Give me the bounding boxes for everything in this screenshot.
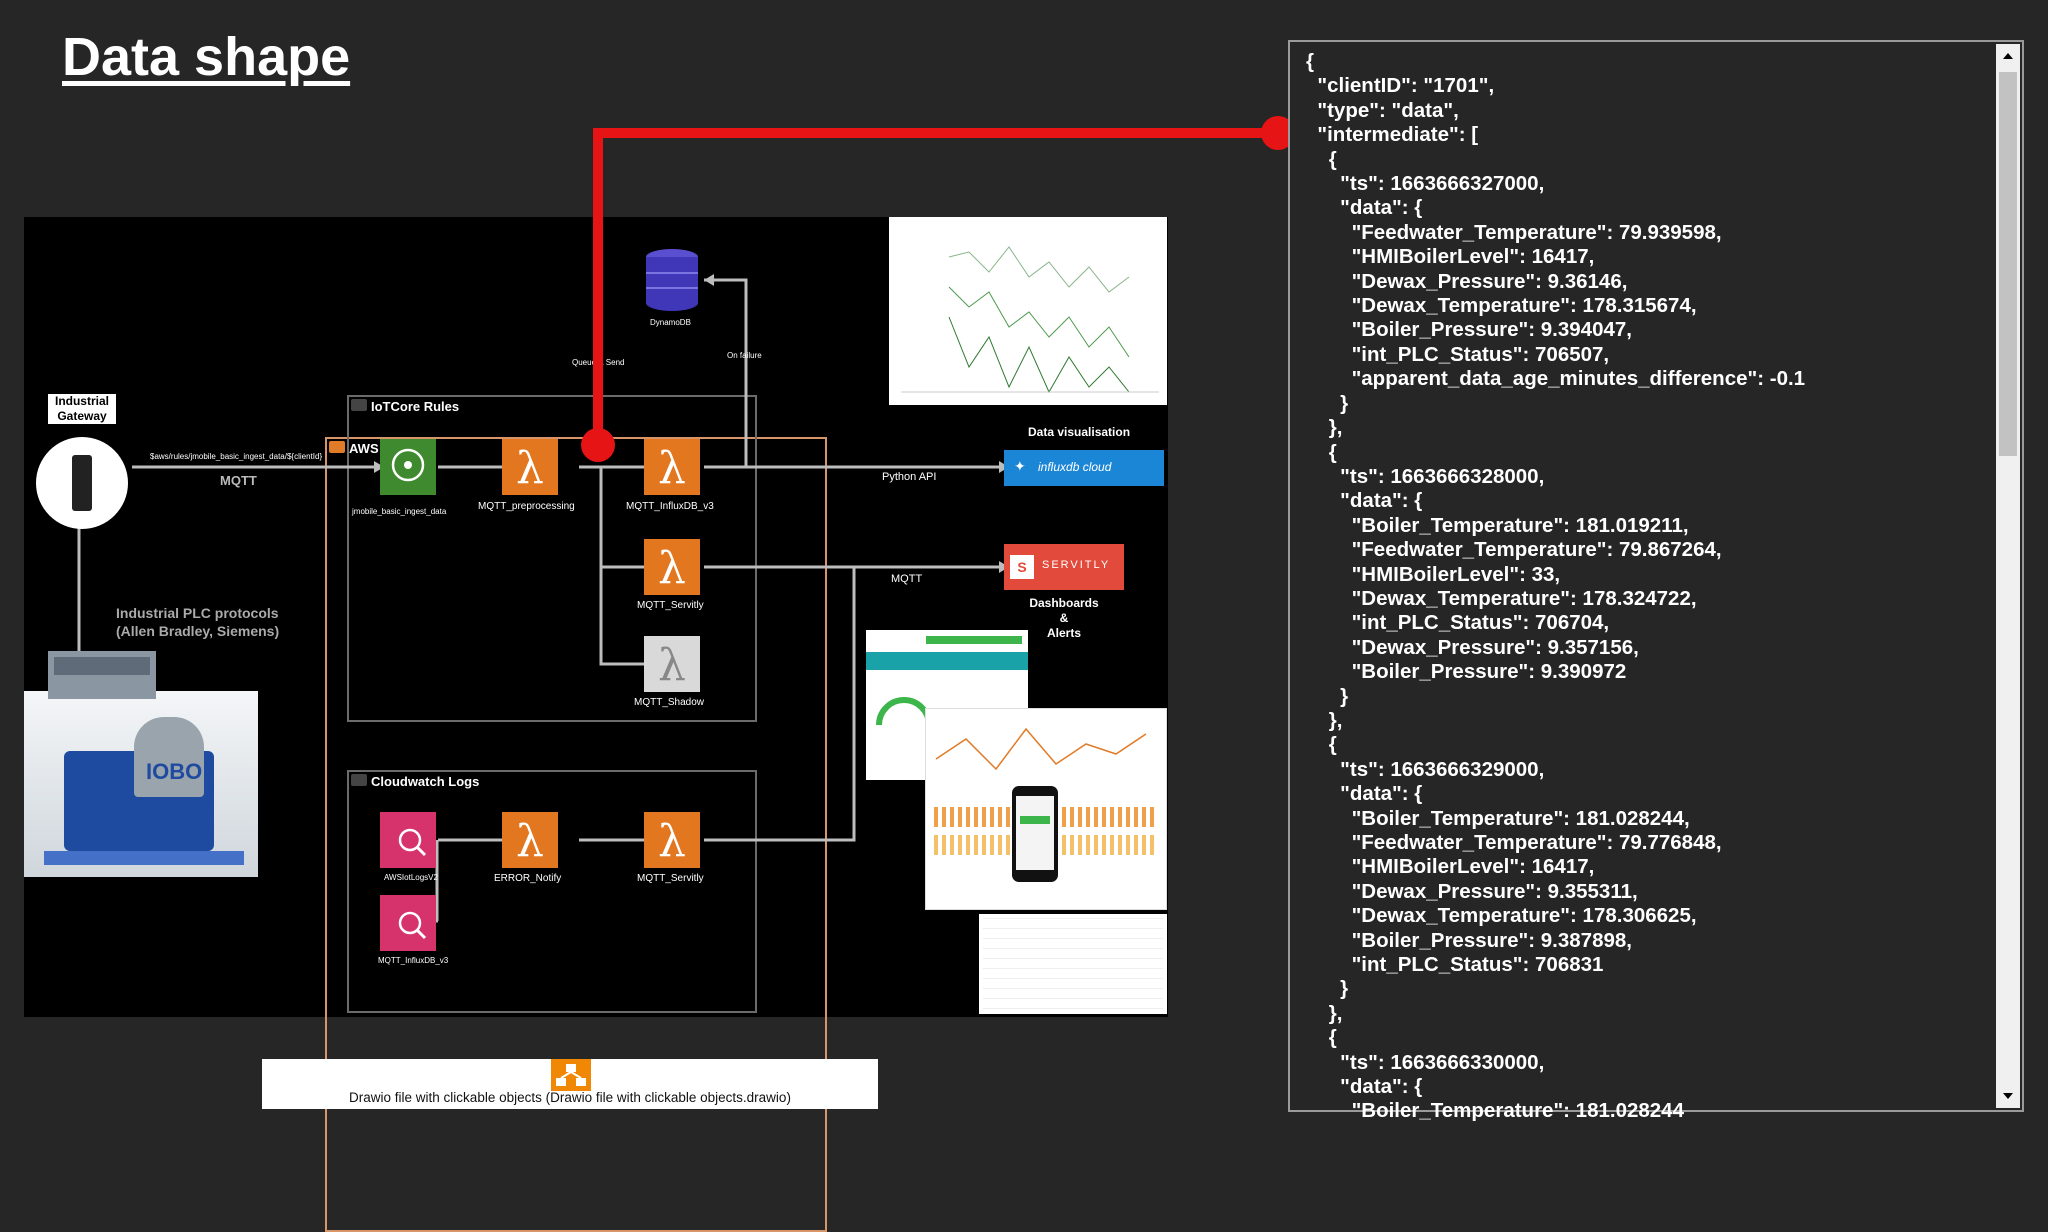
drawio-file-link[interactable]: Drawio file with clickable objects (Draw… bbox=[262, 1059, 878, 1109]
svg-text:λ: λ bbox=[516, 443, 544, 494]
dashboards-line2: & bbox=[1059, 611, 1069, 625]
arrow-down-icon bbox=[2003, 1093, 2013, 1099]
influxdb-chart-screenshot bbox=[889, 217, 1167, 405]
scroll-up-button[interactable] bbox=[1996, 44, 2020, 68]
cloudwatch-group-icon bbox=[351, 774, 367, 786]
lambda-icon: λ bbox=[658, 443, 686, 494]
error-notify-label: ERROR_Notify bbox=[494, 873, 562, 884]
search-cloud-icon bbox=[398, 911, 427, 940]
python-api-label: Python API bbox=[882, 471, 937, 483]
plc-protocols-label-1: Industrial PLC protocols bbox=[116, 605, 279, 621]
svg-text:λ: λ bbox=[658, 543, 686, 594]
lambda-servitly-node[interactable]: λ bbox=[644, 539, 700, 595]
scroll-down-button[interactable] bbox=[1996, 1084, 2020, 1108]
mobile-phone-image bbox=[1012, 786, 1058, 882]
servitly-badge[interactable]: S SERVITLY bbox=[1004, 544, 1124, 590]
iotcore-rules-label: IoTCore Rules bbox=[371, 399, 460, 414]
iotcore-rules-group: IoTCore Rules bbox=[347, 395, 757, 722]
json-content: { "clientID": "1701", "type": "data", "i… bbox=[1306, 50, 1806, 1123]
influxdb-log-label: MQTT_InfluxDB_v3 bbox=[378, 956, 449, 965]
mqtt-topic-label: $aws/rules/jmobile_basic_ingest_data/${c… bbox=[150, 452, 323, 461]
drawio-icon bbox=[551, 1059, 591, 1091]
dashboards-line1: Dashboards bbox=[1029, 596, 1099, 610]
data-visualisation-label: Data visualisation bbox=[1028, 425, 1131, 439]
search-cloud-icon bbox=[398, 828, 427, 857]
gateway-label-line2: Gateway bbox=[57, 409, 107, 423]
scroll-thumb[interactable] bbox=[1999, 72, 2017, 456]
dashboards-line3: Alerts bbox=[1046, 626, 1081, 640]
json-scrollbar[interactable] bbox=[1996, 44, 2020, 1108]
servitly-brand-text: SERVITLY bbox=[1042, 559, 1111, 571]
lambda-preprocessing-node[interactable]: λ bbox=[502, 439, 558, 495]
lambda-icon: λ bbox=[658, 816, 686, 867]
lambda-icon: λ bbox=[516, 443, 544, 494]
mqtt-label-2: MQTT bbox=[891, 573, 923, 585]
line-chart-thumbnail bbox=[901, 246, 1159, 394]
lambda-shadow-node[interactable]: λ bbox=[644, 636, 700, 692]
influx-logo-icon: ✦ bbox=[1014, 458, 1026, 474]
svg-text:λ: λ bbox=[658, 640, 686, 691]
lambda-influxdb-node[interactable]: λ bbox=[644, 439, 700, 495]
cloudwatch-logs-icon[interactable] bbox=[380, 812, 436, 868]
mqtt-label: MQTT bbox=[220, 473, 257, 488]
lambda-error-notify-node[interactable]: λ bbox=[502, 812, 558, 868]
influxdb-lambda-label: MQTT_InfluxDB_v3 bbox=[626, 501, 714, 512]
servitly-lambda-label: MQTT_Servitly bbox=[637, 600, 704, 611]
table-screenshot bbox=[979, 914, 1167, 1014]
servitly-logo-icon: S bbox=[1010, 555, 1034, 579]
dynamodb-icon[interactable] bbox=[644, 247, 700, 313]
aws-cloud-icon bbox=[329, 441, 345, 453]
page-title: Data shape bbox=[62, 27, 351, 87]
plc-protocols-label-2: (Allen Bradley, Siemens) bbox=[116, 623, 280, 639]
iot-group-icon bbox=[351, 399, 367, 411]
preprocessing-label: MQTT_preprocessing bbox=[478, 501, 575, 512]
industrial-machine-image: IOBO bbox=[24, 691, 258, 877]
svg-text:λ: λ bbox=[658, 816, 686, 867]
lambda-icon: λ bbox=[516, 816, 544, 867]
lambda-icon: λ bbox=[658, 543, 686, 594]
dynamodb-label: DynamoDB bbox=[650, 318, 691, 327]
iot-rule-icon[interactable] bbox=[380, 439, 436, 495]
svg-text:λ: λ bbox=[658, 443, 686, 494]
gateway-label-line1: Industrial bbox=[54, 394, 109, 408]
industrial-gateway-node[interactable] bbox=[36, 437, 128, 529]
jmobile-rule-label: jmobile_basic_ingest_data bbox=[352, 507, 447, 516]
influxdb-cloud-badge[interactable]: ✦ influxdb cloud bbox=[1004, 450, 1164, 486]
arrow-up-icon bbox=[2003, 53, 2013, 59]
drawio-file-label: Drawio file with clickable objects (Draw… bbox=[349, 1090, 791, 1105]
lambda-servitly-log-node[interactable]: λ bbox=[644, 812, 700, 868]
cloudwatch-logs-group: Cloudwatch Logs bbox=[347, 770, 757, 1013]
svg-text:λ: λ bbox=[516, 816, 544, 867]
red-highlight-connector bbox=[581, 116, 1295, 462]
json-data-panel[interactable]: { "clientID": "1701", "type": "data", "i… bbox=[1288, 40, 2024, 1123]
cloudwatch-logs-icon-2[interactable] bbox=[380, 895, 436, 951]
gateway-label: Industrial Gateway bbox=[48, 394, 116, 424]
awslogs-label: AWSIotLogsV2 bbox=[384, 873, 438, 882]
plc-rack-image bbox=[48, 651, 156, 699]
iot-cloud-icon bbox=[391, 448, 425, 482]
servitly-log-label: MQTT_Servitly bbox=[637, 873, 704, 884]
dashboards-alerts-label: Dashboards & Alerts bbox=[1024, 596, 1104, 641]
on-failure-label: On failure bbox=[727, 351, 762, 360]
cloudwatch-logs-label: Cloudwatch Logs bbox=[371, 774, 480, 789]
lambda-icon: λ bbox=[658, 640, 686, 691]
influxdb-cloud-text: influxdb cloud bbox=[1038, 460, 1112, 474]
machine-brand-text: IOBO bbox=[146, 759, 203, 784]
shadow-lambda-label: MQTT_Shadow bbox=[634, 697, 705, 708]
gateway-device-icon bbox=[72, 455, 92, 511]
